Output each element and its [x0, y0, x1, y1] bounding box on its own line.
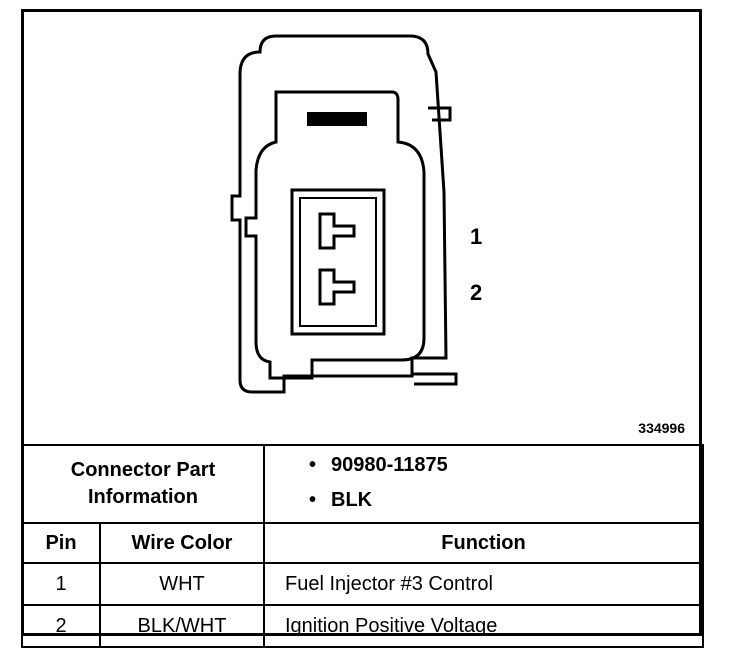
- connector-lock-tab: [428, 106, 452, 122]
- part-info-label-line2: Information: [88, 486, 198, 508]
- header-wire-color: Wire Color: [99, 522, 265, 564]
- table-row: 2 BLK/WHT Ignition Positive Voltage: [21, 604, 704, 648]
- terminal-block-inner: [299, 197, 377, 327]
- part-info-values: • 90980-11875 • BLK: [263, 444, 704, 524]
- connector-foot: [410, 358, 458, 386]
- part-info-row: Connector Part Information • 90980-11875 …: [21, 444, 704, 524]
- connector-diagram: 1 2 334996: [24, 12, 699, 444]
- pin-2-terminal: [318, 268, 356, 306]
- pin-2-label: 2: [470, 280, 483, 305]
- connector-diagram-frame: 1 2 334996 Connector Part Information • 9…: [21, 9, 704, 648]
- part-number-item: • 90980-11875: [309, 449, 702, 481]
- connector-face-drawing: [230, 34, 458, 394]
- wire-color: BLK/WHT: [99, 604, 265, 648]
- pin-function: Ignition Positive Voltage: [263, 604, 704, 648]
- connector-color: BLK: [331, 489, 373, 511]
- pin-number: 1: [21, 562, 101, 606]
- connector-color-item: • BLK: [309, 484, 702, 516]
- header-function: Function: [263, 522, 704, 564]
- connector-key-bar: [307, 112, 367, 126]
- bullet-icon: •: [309, 489, 317, 511]
- pin-1-label: 1: [470, 224, 483, 249]
- table-header-row: Pin Wire Color Function: [21, 522, 704, 564]
- table-row: 1 WHT Fuel Injector #3 Control: [21, 562, 704, 606]
- connector-info-table: Connector Part Information • 90980-11875 …: [21, 444, 704, 648]
- part-info-label-line1: Connector Part: [70, 459, 216, 481]
- pin-function: Fuel Injector #3 Control: [263, 562, 704, 606]
- figure-id: 334996: [638, 420, 685, 436]
- pin-number: 2: [21, 604, 101, 648]
- connector-outer-body: [230, 34, 448, 394]
- part-info-label: Connector Part Information: [21, 444, 265, 524]
- terminal-block-outer: [290, 188, 386, 336]
- bullet-icon: •: [309, 454, 317, 476]
- pin-1-terminal: [318, 212, 356, 250]
- part-number: 90980-11875: [331, 454, 448, 476]
- header-pin: Pin: [21, 522, 101, 564]
- wire-color: WHT: [99, 562, 265, 606]
- connector-inner-cavity: [244, 90, 426, 380]
